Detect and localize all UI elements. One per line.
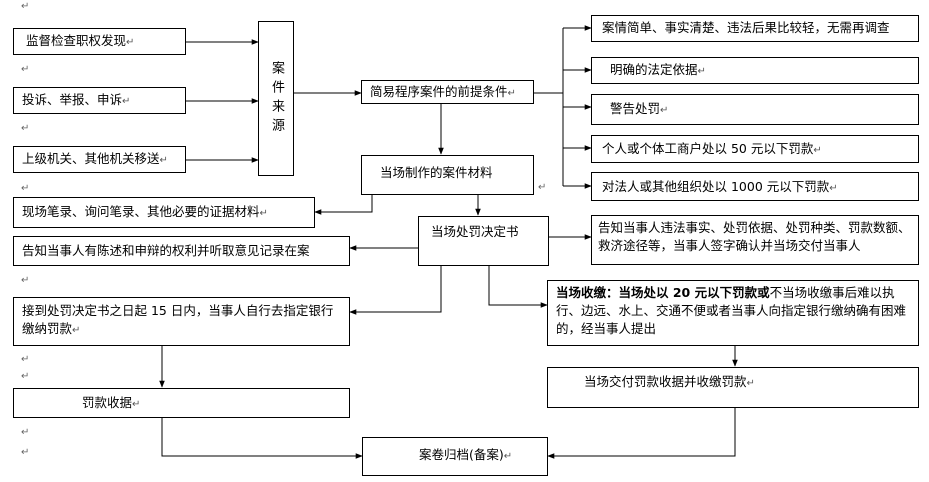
node-complaint: 投诉、举报、申诉↵ <box>13 87 186 114</box>
arrow-material-to-evidence <box>314 195 373 215</box>
node-condition-individual-fine: 个人或个体工商户处以 50 元以下罚款↵ <box>591 135 919 163</box>
para-mark: ↵ <box>21 123 30 134</box>
node-condition-simple: 案情简单、事实清楚、违法后果比较轻，无需再调查 <box>591 15 919 42</box>
para-mark: ↵ <box>21 447 30 458</box>
para-mark: ↵ <box>21 371 30 382</box>
node-onsite-receipt: 当场交付罚款收据并收缴罚款↵ <box>547 367 919 408</box>
arrow-receipt-to-archive <box>161 418 363 459</box>
node-evidence: 现场笔录、询问笔录、其他必要的证据材料↵ <box>13 197 315 228</box>
node-fine-receipt: 罚款收据↵ <box>13 388 350 418</box>
para-mark: ↵ <box>21 354 30 365</box>
para-mark: ↵ <box>21 64 30 75</box>
node-transfer: 上级机关、其他机关移送↵ <box>13 146 186 173</box>
node-onsite-decision: 当场处罚决定书 <box>418 216 549 266</box>
node-onsite-material: 当场制作的案件材料 <box>361 155 534 195</box>
para-mark: ↵ <box>21 183 30 194</box>
node-case-source: 案件来源 <box>258 21 294 176</box>
para-mark: ↵ <box>21 275 30 286</box>
node-inform-notice: 告知当事人违法事实、处罚依据、处罚种类、罚款数额、救济途径等，当事人签字确认并当… <box>591 215 919 265</box>
node-precondition: 简易程序案件的前提条件↵ <box>361 80 534 104</box>
node-supervise: 监督检查职权发现↵ <box>13 28 186 55</box>
para-mark: ↵ <box>21 1 30 12</box>
node-archive: 案卷归档(备案)↵ <box>362 437 548 476</box>
node-condition-organization-fine: 对法人或其他组织处以 1000 元以下罚款↵ <box>591 172 919 201</box>
para-mark: ↵ <box>538 182 547 193</box>
node-condition-warning: 警告处罚↵ <box>591 94 919 125</box>
para-mark: ↵ <box>21 427 30 438</box>
node-onsite-collection: 当场收缴：当场处以 20 元以下罚款或不当场收缴事后难以执行、边远、水上、交通不… <box>547 280 919 346</box>
node-condition-legal-basis: 明确的法定依据↵ <box>591 57 919 84</box>
arrow-onsite-receipt-to-archive <box>547 408 736 459</box>
node-bank-payment: 接到处罚决定书之日起 15 日内，当事人自行去指定银行缴纳罚款↵ <box>13 297 350 346</box>
arrow-decision-to-collect <box>488 266 548 308</box>
node-inform-rights: 告知当事人有陈述和申辩的权利并听取意见记录在案 <box>13 236 350 266</box>
arrow-decision-to-bank <box>349 266 442 315</box>
